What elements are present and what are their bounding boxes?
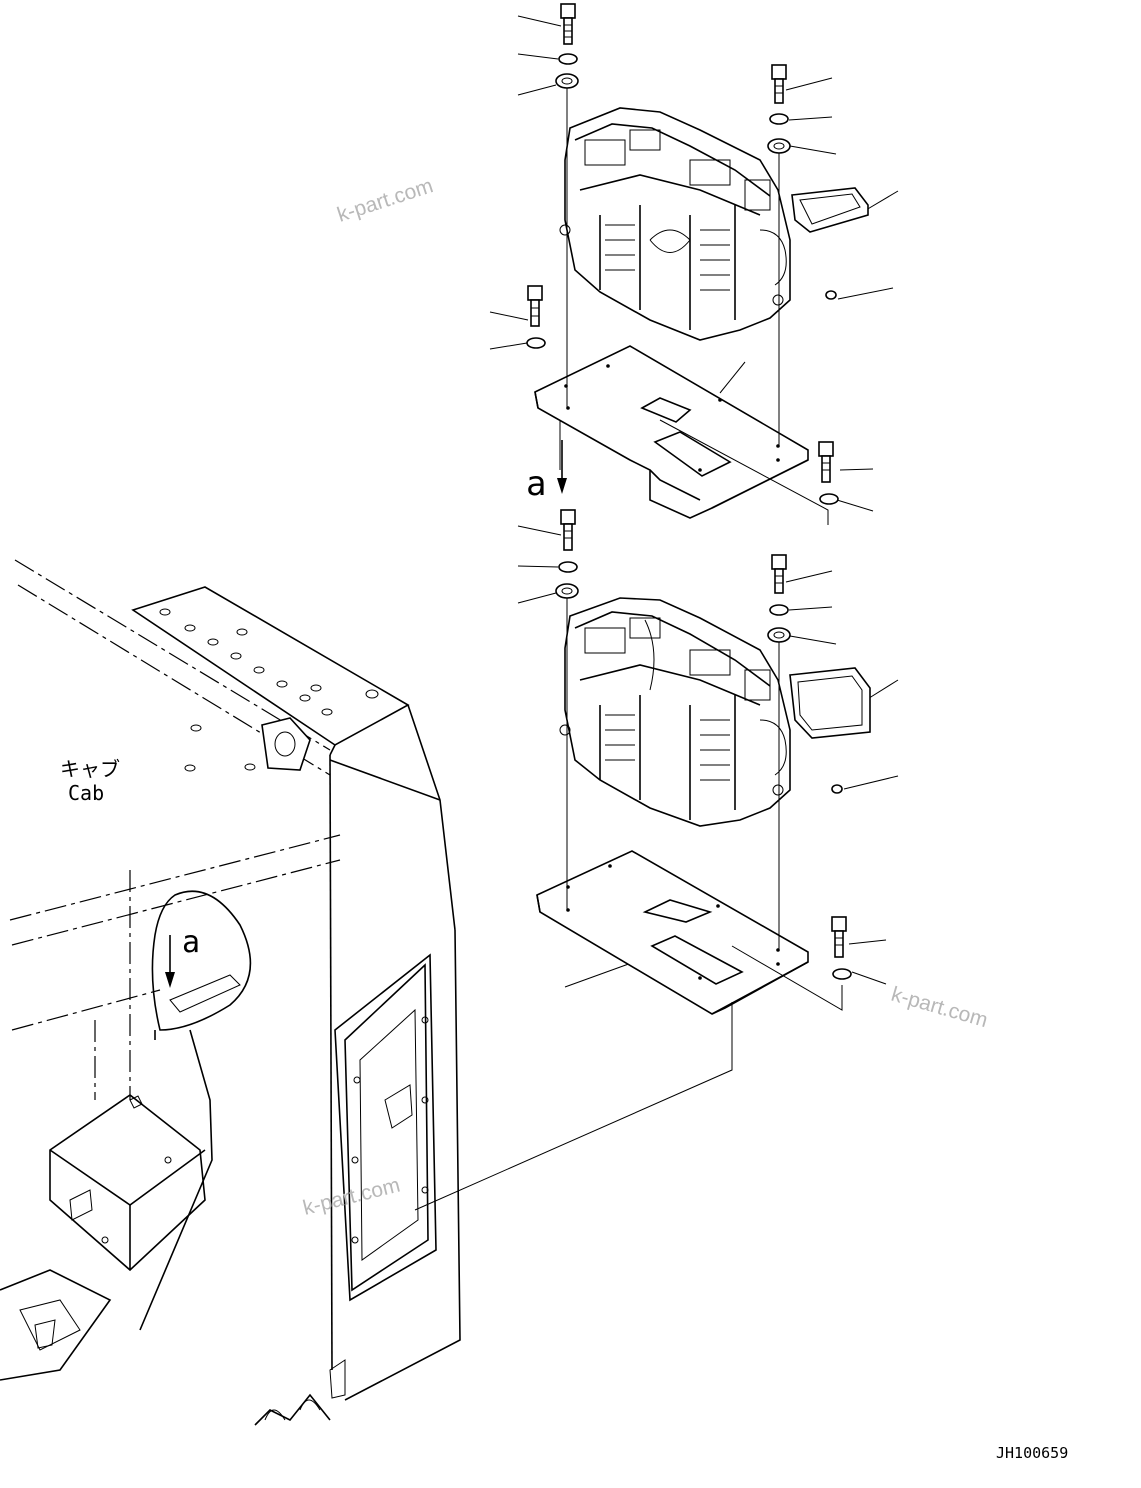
lower-left-bushing (555, 583, 579, 599)
cab-door-panel (329, 953, 437, 1399)
drawing-number: JH100659 (996, 1444, 1068, 1462)
lower-bracket-right-bolt (831, 916, 847, 958)
upper-left-bolt (560, 3, 576, 45)
lower-left-bolt (560, 509, 576, 551)
watermark: k-part.com (889, 983, 991, 1032)
roof-holes (159, 608, 379, 772)
cab-label-jp: キャブ (60, 757, 120, 781)
upper-bracket-left-bolt (527, 285, 543, 327)
upper-bracket-right-bolt (818, 441, 834, 483)
lower-cover-gasket (789, 667, 871, 739)
upper-assembly: a (489, 3, 899, 525)
lower-guide-lines (414, 598, 843, 1211)
view-a-label-upper: a (526, 464, 546, 504)
view-a-arrow-upper (557, 440, 567, 494)
lower-left-washer (558, 561, 578, 573)
cab-label-en: Cab (68, 781, 104, 805)
watermark: k-part.com (334, 174, 435, 227)
lower-mounting-bracket (536, 850, 809, 1015)
upper-right-bushing (767, 138, 791, 154)
upper-cover-gasket (791, 187, 869, 233)
view-a-detail-bubble (139, 890, 252, 1331)
upper-left-washer (558, 53, 578, 65)
cab-body: a (0, 559, 461, 1426)
lower-assembly (414, 509, 899, 1211)
upper-bracket-right-washer (819, 493, 839, 505)
upper-controller-unit (559, 107, 791, 341)
roof-hinge (261, 717, 311, 771)
upper-guide-lines (559, 88, 829, 525)
lower-right-bushing (767, 627, 791, 643)
cab-floor (0, 1269, 331, 1426)
upper-leaders (489, 15, 899, 512)
lower-cap (831, 784, 843, 794)
lower-right-bolt (771, 554, 787, 594)
upper-right-washer (769, 113, 789, 125)
upper-right-bolt (771, 64, 787, 104)
view-a-label-lower: a (182, 925, 200, 960)
upper-cap (825, 290, 837, 300)
lower-bracket-right-washer (832, 968, 852, 980)
upper-mounting-bracket (534, 345, 809, 519)
upper-bracket-left-washer (526, 337, 546, 349)
cab-mount-box (49, 1094, 206, 1272)
upper-left-bushing (555, 73, 579, 89)
watermark: k-part.com (301, 1174, 403, 1220)
lower-right-washer (769, 604, 789, 616)
lower-controller-unit (559, 597, 791, 827)
